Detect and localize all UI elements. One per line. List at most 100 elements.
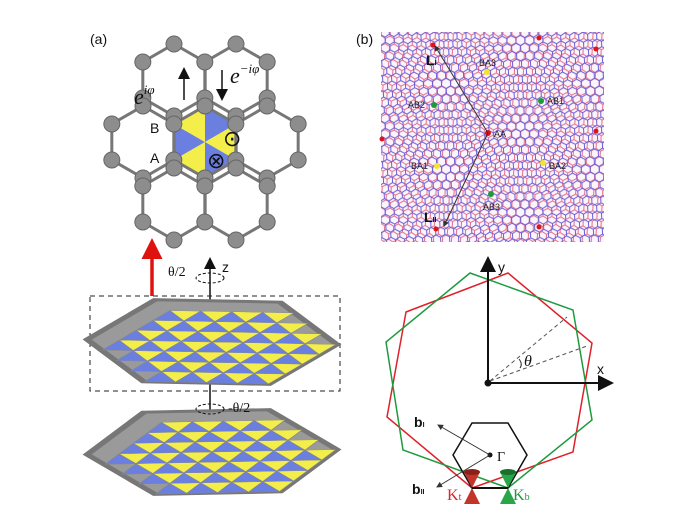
carbon-atom <box>165 231 183 249</box>
aa-site <box>536 35 542 41</box>
lattice-triangle <box>236 373 270 385</box>
lattice-triangle <box>104 453 137 465</box>
gamma-label: Γ <box>497 450 505 465</box>
aa-site <box>430 42 436 48</box>
bottom-angle-label: -θ/2 <box>228 401 250 416</box>
dirac-cone-top <box>464 469 480 504</box>
sublattice-b-label: B <box>150 120 159 136</box>
lattice-triangle <box>143 371 177 383</box>
moire-point-ba2 <box>540 160 546 166</box>
moire-label-ab1: AB1 <box>547 96 564 106</box>
carbon-atom <box>227 115 245 133</box>
lattice-triangle <box>121 463 154 475</box>
hexagon-bond <box>203 166 269 242</box>
sublattice-a-label: A <box>150 150 160 166</box>
moire-label-ba3: BA3 <box>479 58 496 68</box>
moire-point-ab1 <box>538 98 544 104</box>
carbon-atom <box>196 213 214 231</box>
carbon-atom <box>227 35 245 53</box>
carbon-atom <box>258 213 276 231</box>
sublattice-triangle <box>205 142 237 178</box>
bottom-layer <box>82 408 342 496</box>
honeycomb-lattice <box>103 35 307 249</box>
aa-site <box>593 46 599 52</box>
moire-point-ab2 <box>431 102 437 108</box>
z-axis-label: z <box>222 259 229 275</box>
b2-vector <box>436 454 491 488</box>
aa-site <box>379 136 385 142</box>
origin-dot <box>484 379 492 387</box>
into-plane-icon: ⊗ <box>207 148 225 173</box>
carbon-atom <box>103 151 121 169</box>
b2-label: bII <box>412 481 425 497</box>
dirac-cone-bottom <box>500 469 516 504</box>
lattice-triangle <box>137 473 171 485</box>
carbon-atom <box>165 115 183 133</box>
lattice-triangle <box>174 371 208 383</box>
carbon-atom <box>289 115 307 133</box>
moire-point-ba3 <box>484 69 490 75</box>
top-rotation-icon <box>195 272 225 284</box>
angle-line-2 <box>489 345 588 382</box>
b1-label: bI <box>414 414 425 430</box>
moire-label-ab2: AB2 <box>408 100 425 110</box>
moire-label-ba2: BA2 <box>549 161 566 171</box>
carbon-atom <box>134 53 152 71</box>
carbon-atom <box>165 35 183 53</box>
lattice-vector-1-label: LI <box>426 52 437 68</box>
phase-up-label: eiφ <box>134 82 155 109</box>
carbon-atom <box>196 177 214 195</box>
carbon-atom <box>134 177 152 195</box>
hexagon-bond <box>234 104 300 180</box>
carbon-atom <box>165 159 183 177</box>
carbon-atom <box>134 213 152 231</box>
sublattice-triangle <box>173 142 205 178</box>
panel-b-label: (b) <box>356 31 373 47</box>
x-axis-label: x <box>597 361 604 377</box>
sublattice-triangle <box>205 124 237 160</box>
lattice-triangle <box>205 372 239 384</box>
hexagon-bond <box>110 104 176 180</box>
lattice-triangle <box>129 360 163 372</box>
y-axis-label: y <box>498 259 505 275</box>
carbon-atom <box>103 115 121 133</box>
lattice-triangle <box>154 483 188 495</box>
lattice-triangle <box>101 339 135 351</box>
k-bottom-label: Kb <box>513 487 530 504</box>
k-top-label: Kt <box>447 487 462 504</box>
carbon-atom <box>227 159 245 177</box>
out-of-plane-icon: ⊙ <box>223 126 241 151</box>
top-angle-label: θ/2 <box>168 265 186 280</box>
lattice-triangle <box>216 481 250 493</box>
carbon-atom <box>258 177 276 195</box>
sublattice-triangle <box>173 106 205 142</box>
carbon-atom <box>134 97 152 115</box>
top-layer-brillouin-zone <box>386 272 593 489</box>
carbon-atom <box>196 53 214 71</box>
lattice-triangle <box>247 481 281 493</box>
moire-point-ab3 <box>488 191 494 197</box>
angle-arc <box>518 358 522 369</box>
b1-vector <box>437 424 491 456</box>
angle-line-1 <box>489 316 568 382</box>
bottom-rotation-icon <box>195 403 225 415</box>
moire-label-aa: AA <box>494 129 506 139</box>
moire-point-ba1 <box>434 163 440 169</box>
lattice-vector-2 <box>443 132 489 227</box>
carbon-atom <box>258 97 276 115</box>
sublattice-triangle <box>205 106 237 142</box>
panel-a-label: (a) <box>90 31 107 47</box>
phase-down-label: e−iφ <box>230 61 259 88</box>
moire-pattern <box>381 32 604 242</box>
aa-site <box>536 224 542 230</box>
carbon-atom <box>289 151 307 169</box>
aa-site <box>593 128 599 134</box>
lattice-vector-2-label: LII <box>424 209 437 225</box>
carbon-atom <box>258 53 276 71</box>
lattice-triangle <box>185 482 219 494</box>
hexagon-bond <box>141 42 207 118</box>
carbon-atom <box>227 231 245 249</box>
aa-site <box>433 226 439 232</box>
lattice-vector-1 <box>434 45 489 134</box>
